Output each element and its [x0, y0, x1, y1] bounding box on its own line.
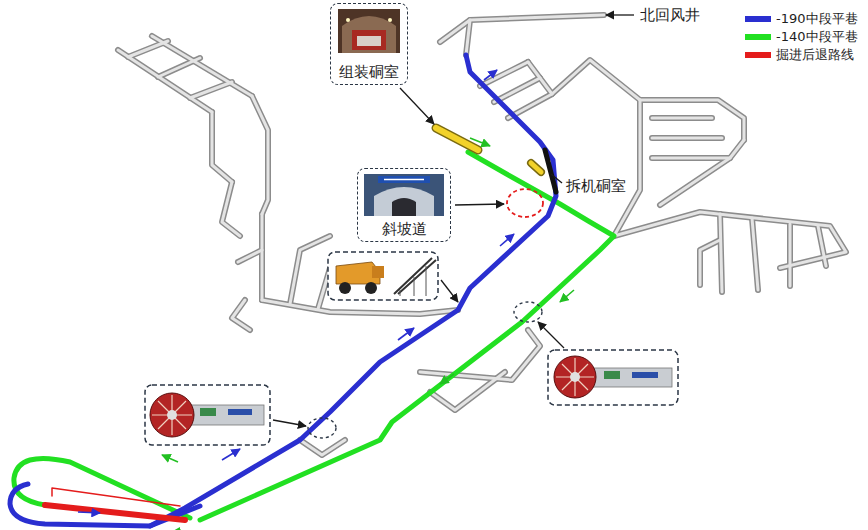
tbm-photo-box-part [200, 408, 216, 416]
vehicle-photo-box-part [328, 252, 438, 300]
legend-swatch [745, 34, 771, 40]
tbm-photo-box-part [152, 395, 192, 435]
place-label: 拆机硐室 [566, 177, 626, 195]
photo-ramp-part [378, 176, 430, 183]
legend-text: 掘进后退路线 [776, 47, 854, 63]
legend-row: -140中段平巷 [745, 28, 858, 46]
route-lines-part [545, 150, 556, 192]
photo-assembly-chamber-part [333, 5, 405, 83]
photo-ramp [359, 170, 449, 240]
photo-ramp-part [364, 174, 444, 216]
photo-ramp-part [384, 179, 424, 181]
direction-arrows-part [78, 512, 100, 513]
location-markers-part [514, 302, 542, 322]
location-markers-part [308, 418, 336, 438]
direction-arrows-part [500, 234, 514, 246]
photo-callout-box: 组装硐室 [330, 3, 408, 85]
tbm-photo-box-part [570, 372, 580, 382]
legend-swatch [745, 52, 771, 58]
photo-assembly-chamber-part [388, 18, 392, 22]
callout-text: 组装硐室 [337, 63, 401, 81]
photo-ramp-part [374, 187, 434, 216]
tbm-photo-box-part [584, 368, 672, 387]
direction-arrows-part [398, 328, 414, 340]
direction-arrows-part [222, 449, 240, 460]
tbm-photo-box-part [167, 410, 177, 420]
photo-assembly-chamber-part [342, 16, 396, 53]
photo-assembly-chamber-part [346, 18, 350, 22]
location-markers [308, 189, 543, 438]
legend-swatch [745, 16, 771, 22]
route-lines-part [52, 488, 180, 506]
photo-assembly-chamber-part [338, 9, 400, 53]
legend-text: -140中段平巷 [776, 29, 858, 45]
vehicle-photo-box-part [339, 282, 351, 294]
vehicle-photo-box-part [365, 282, 377, 294]
direction-arrows-part [162, 455, 178, 462]
tbm-photo-box-part [145, 385, 270, 445]
tbm-photo-box-part [554, 356, 596, 398]
callout-text: 斜坡道 [380, 220, 429, 238]
leader-arrows-part [455, 204, 504, 205]
tbm-photo-box [145, 385, 270, 445]
photo-assembly-chamber-part [357, 36, 381, 46]
legend: -190中段平巷 -140中段平巷掘进后退路线 [745, 10, 858, 64]
direction-arrows-part [440, 374, 454, 384]
place-label: 北回风井 [640, 6, 700, 24]
leader-arrows-part [606, 14, 634, 15]
vehicle-photo-box-part [400, 266, 426, 296]
photo-assembly-chamber-part [352, 30, 386, 50]
leader-arrows-part [551, 174, 562, 183]
route-lines-part [10, 484, 200, 526]
vehicle-photo-box-part [394, 258, 436, 294]
route-lines-part [45, 505, 185, 520]
tbm-photo-box-part [228, 409, 252, 415]
legend-row: -190中段平巷 [745, 10, 858, 28]
direction-arrows-part [484, 70, 497, 80]
legend-text: -190中段平巷 [776, 11, 858, 27]
vehicle-photo-box-part [372, 266, 384, 278]
direction-arrows-part [470, 138, 490, 146]
tbm-photo-box-part [150, 393, 194, 437]
direction-arrows-part [560, 290, 574, 302]
legend-row: 掘进后退路线 [745, 46, 858, 64]
photo-assembly-chamber [333, 5, 405, 83]
leader-arrows-part [441, 280, 458, 302]
leader-arrows-part [400, 88, 434, 124]
photo-callout-box: 斜坡道 [357, 168, 451, 242]
tbm-photo-box [548, 350, 678, 405]
tbm-photo-box-part [604, 371, 620, 379]
route-lines-part [531, 163, 541, 172]
leader-arrows-part [273, 420, 306, 426]
direction-arrows [78, 70, 574, 530]
photo-ramp-part [359, 170, 449, 240]
location-markers-part [507, 189, 543, 217]
route-lines-part [150, 55, 556, 526]
tbm-photo-box-part [632, 372, 658, 378]
route-lines-part [531, 163, 541, 172]
photo-ramp-part [392, 198, 416, 216]
leader-arrows [273, 15, 634, 426]
vehicle-photo-box [328, 252, 438, 300]
leader-arrows-part [538, 322, 564, 348]
tbm-photo-box-part [548, 350, 678, 405]
tbm-photo-box-part [556, 358, 594, 396]
route-lines [10, 55, 614, 526]
